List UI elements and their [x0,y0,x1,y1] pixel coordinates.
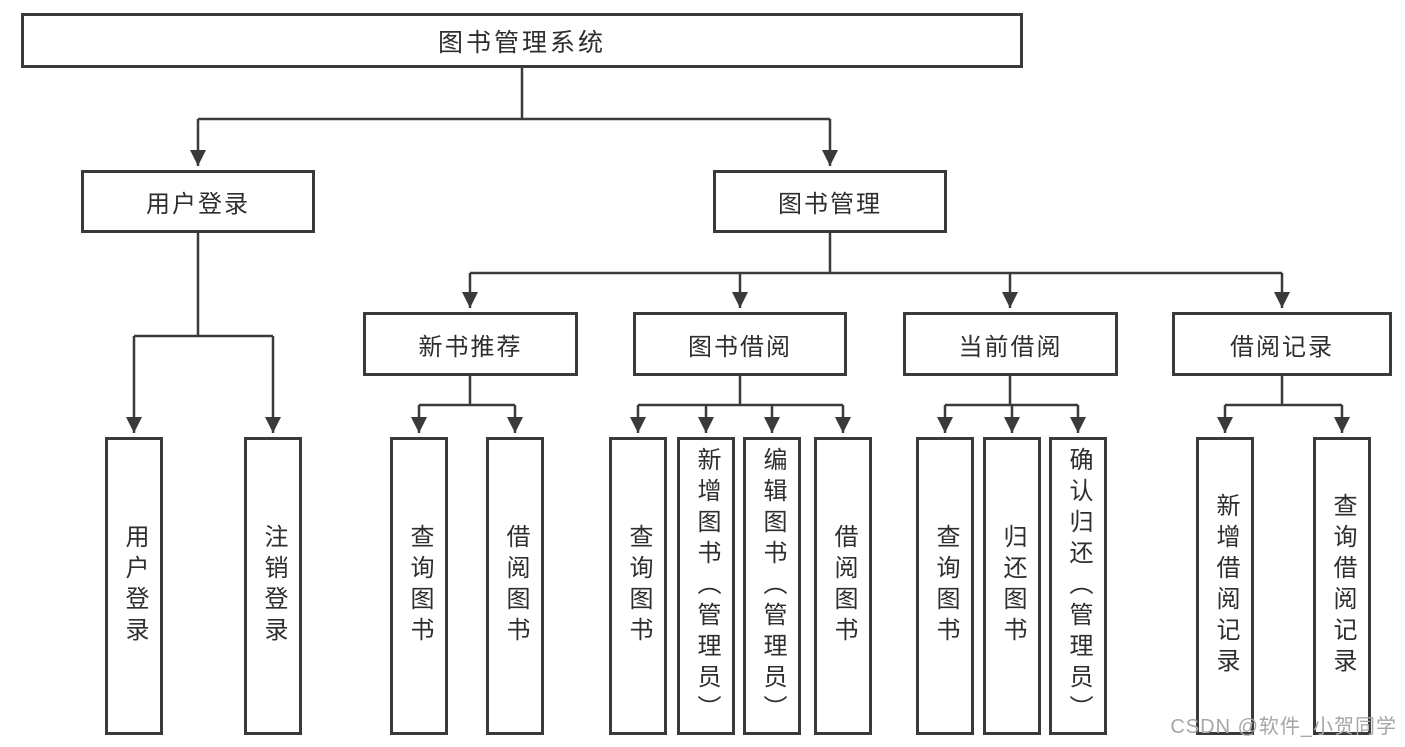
node-current-borrow: 当前借阅 [903,312,1118,376]
node-book-borrow: 图书借阅 [633,312,847,376]
leaf-label: 新增借阅记录 [1212,493,1239,679]
leaf-label: 注销登录 [260,524,287,648]
node-label: 图书借阅 [688,333,792,361]
leaf-recommend-query-books: 查询图书 [390,437,448,735]
node-borrow-records: 借阅记录 [1172,312,1392,376]
leaf-label: 确认归还（管理员） [1065,446,1092,726]
leaf-label: 新增图书（管理员） [693,446,720,726]
leaf-label: 借阅图书 [502,524,529,648]
node-label: 图书管理系统 [437,28,606,57]
leaf-label: 查询图书 [406,524,433,648]
leaf-label: 编辑图书（管理员） [759,446,786,726]
leaf-borrow-edit-books-admin: 编辑图书（管理员） [743,437,801,735]
leaf-current-query-books: 查询图书 [916,437,974,735]
node-new-book-recommend: 新书推荐 [363,312,578,376]
leaf-label: 借阅图书 [830,524,857,648]
leaf-borrow-query-books: 查询图书 [609,437,667,735]
leaf-records-add-record: 新增借阅记录 [1196,437,1254,735]
connector-skeleton [134,68,1342,407]
leaf-logout: 注销登录 [244,437,302,735]
node-user-login: 用户登录 [81,170,315,233]
node-library-system: 图书管理系统 [21,13,1023,68]
leaf-borrow-borrow-books: 借阅图书 [814,437,872,735]
csdn-watermark: CSDN @软件_小贺同学 [1170,716,1397,738]
leaf-label: 查询借阅记录 [1329,493,1356,679]
node-label: 新书推荐 [418,333,523,361]
node-label: 用户登录 [146,191,250,218]
leaf-label: 查询图书 [932,524,959,648]
node-label: 借阅记录 [1230,333,1334,361]
connector-arrows [126,119,1350,433]
leaf-current-confirm-return-admin: 确认归还（管理员） [1049,437,1107,735]
node-label: 图书管理 [778,191,882,218]
leaf-records-query-record: 查询借阅记录 [1313,437,1371,735]
leaf-label: 归还图书 [999,524,1026,648]
leaf-recommend-borrow-books: 借阅图书 [486,437,544,735]
leaf-user-login: 用户登录 [105,437,163,735]
node-book-management: 图书管理 [713,170,947,233]
leaf-label: 查询图书 [625,524,652,648]
node-label: 当前借阅 [958,333,1063,361]
leaf-current-return-books: 归还图书 [983,437,1041,735]
leaf-label: 用户登录 [121,524,148,648]
leaf-borrow-add-books-admin: 新增图书（管理员） [677,437,735,735]
